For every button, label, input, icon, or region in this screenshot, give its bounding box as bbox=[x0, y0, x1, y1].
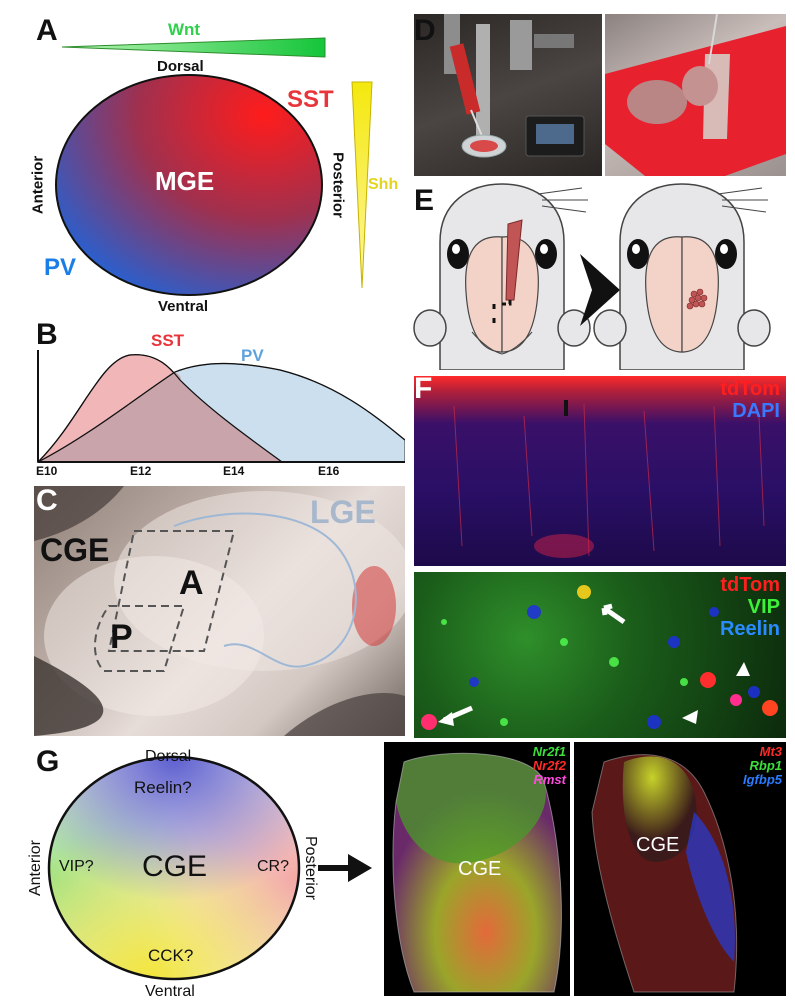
tick-e12: E12 bbox=[130, 464, 152, 478]
panel-c-photo: LGE CGE A P bbox=[34, 486, 405, 736]
arrow-right-icon bbox=[348, 854, 372, 882]
pv-label-b: PV bbox=[241, 346, 264, 365]
panel-label-g: G bbox=[36, 745, 60, 778]
panel-g-image-1: CGE Nr2f1 Nr2f2 Rmst bbox=[384, 742, 570, 996]
mouse-injection bbox=[413, 183, 591, 370]
posterior-label-a: Posterior bbox=[329, 152, 347, 218]
cge-label-g1: CGE bbox=[458, 858, 502, 880]
panel-f-top-image: tdTom DAPI bbox=[414, 376, 786, 566]
dapi-label: DAPI bbox=[732, 400, 780, 422]
panel-label-c: C bbox=[36, 484, 58, 517]
vip-region-label: VIP? bbox=[59, 858, 94, 875]
reelin-label-f: Reelin bbox=[719, 618, 780, 640]
gene-nr2f1: Nr2f1 bbox=[532, 744, 566, 759]
panel-g-diagram bbox=[47, 755, 372, 981]
dorsal-label-g: Dorsal bbox=[145, 748, 192, 765]
shh-gradient-wedge bbox=[351, 81, 373, 289]
posterior-label-g: Posterior bbox=[302, 835, 319, 901]
panel-label-f: F bbox=[414, 372, 433, 405]
cge-label-c: CGE bbox=[40, 532, 110, 568]
panel-label-b: B bbox=[36, 318, 58, 351]
gene-nr2f2: Nr2f2 bbox=[532, 758, 566, 773]
transform-arrow-icon bbox=[570, 254, 620, 326]
vip-label: VIP bbox=[747, 596, 780, 618]
cge-label-g2: CGE bbox=[636, 834, 680, 856]
ventral-label-g: Ventral bbox=[145, 983, 195, 1000]
overlap-area bbox=[38, 372, 282, 462]
gene-mt3: Mt3 bbox=[759, 744, 782, 759]
tick-e10: E10 bbox=[36, 464, 58, 478]
sst-label-a: SST bbox=[287, 86, 334, 113]
reelin-region-label: Reelin? bbox=[134, 778, 192, 797]
panel-a-diagram bbox=[55, 37, 373, 296]
mouse-transplanted bbox=[593, 183, 771, 370]
dorsal-label-a: Dorsal bbox=[157, 58, 204, 75]
panel-label-e: E bbox=[414, 184, 435, 217]
cr-region-label: CR? bbox=[257, 858, 290, 875]
cge-center-label: CGE bbox=[142, 850, 208, 883]
panel-d-photo-rig bbox=[414, 14, 602, 176]
tick-e14: E14 bbox=[223, 464, 245, 478]
ventral-label-a: Ventral bbox=[158, 298, 209, 315]
pv-label-a: PV bbox=[44, 254, 77, 281]
gene-igfbp5: Igfbp5 bbox=[743, 772, 782, 787]
panel-g-image-2: CGE Mt3 Rbp1 Igfbp5 bbox=[574, 742, 786, 996]
panel-label-d: D bbox=[414, 14, 436, 47]
wnt-gradient-wedge bbox=[61, 37, 326, 58]
cck-region-label: CCK? bbox=[148, 946, 194, 965]
gene-rbp1: Rbp1 bbox=[749, 758, 783, 773]
cge-ellipse bbox=[47, 755, 301, 981]
p-region-label: P bbox=[110, 618, 133, 656]
shh-label: Shh bbox=[368, 176, 399, 193]
panel-f-bottom-image: tdTom VIP Reelin bbox=[414, 572, 786, 738]
panel-label-a: A bbox=[36, 14, 58, 47]
tdtom-label-top: tdTom bbox=[720, 378, 780, 400]
wnt-label: Wnt bbox=[168, 20, 201, 39]
panel-e-diagram bbox=[413, 183, 771, 370]
gene-rmst: Rmst bbox=[533, 772, 566, 787]
anterior-label-a: Anterior bbox=[29, 155, 47, 215]
a-region-label: A bbox=[179, 564, 204, 602]
panel-d-photo-brain bbox=[605, 14, 786, 176]
anterior-label-g: Anterior bbox=[27, 839, 44, 897]
tdtom-label-bottom: tdTom bbox=[720, 574, 780, 596]
sst-label-b: SST bbox=[151, 331, 185, 350]
panel-b-plot bbox=[36, 350, 405, 463]
lge-label: LGE bbox=[310, 494, 376, 530]
mge-ellipse bbox=[55, 74, 323, 296]
tick-e16: E16 bbox=[318, 464, 340, 478]
mge-label: MGE bbox=[155, 166, 215, 196]
